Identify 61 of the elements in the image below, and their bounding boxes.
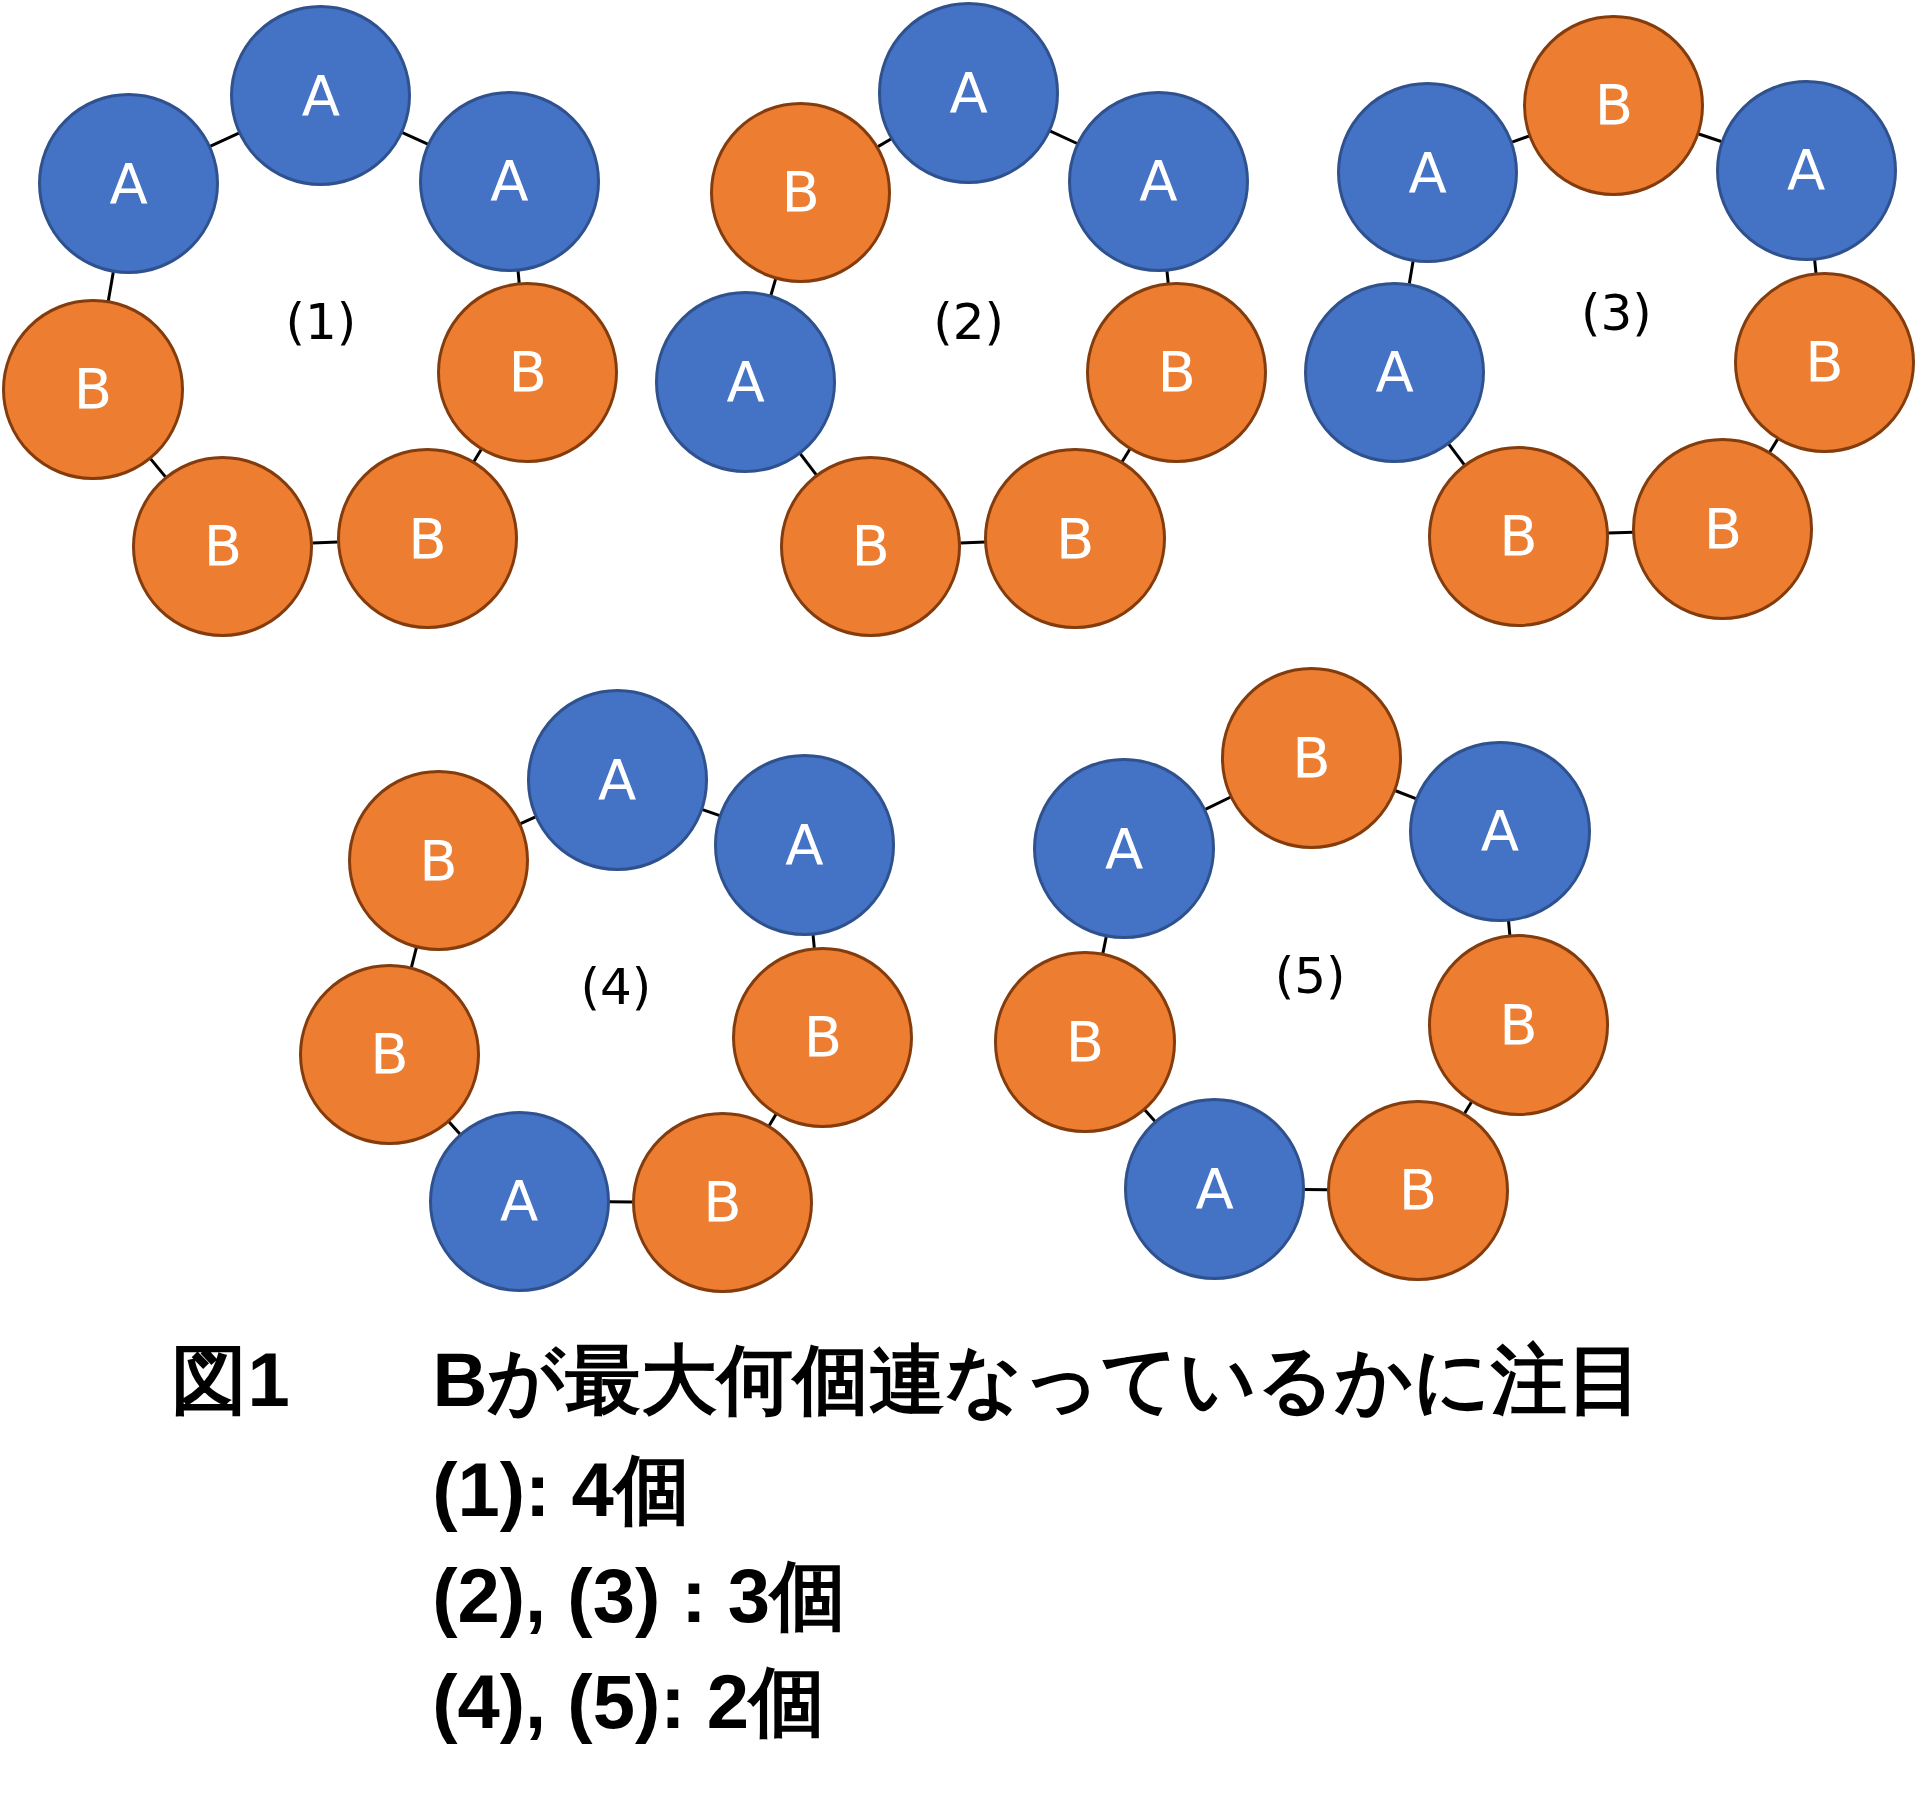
node-label: B (1065, 1014, 1105, 1071)
node-label: A (1195, 1160, 1234, 1217)
node-label: B (508, 344, 547, 401)
connector-line (1407, 260, 1415, 285)
connector-line (769, 277, 778, 297)
node-label: B (1398, 1162, 1438, 1219)
connector-line (1304, 1188, 1329, 1192)
ring-number: (2) (933, 297, 1004, 348)
node-label: B (781, 164, 820, 221)
connector-line (701, 807, 721, 817)
connector-line (312, 540, 338, 545)
ring-number: (3) (1580, 288, 1652, 339)
node-label: B (73, 361, 113, 418)
node-label: A (1786, 142, 1826, 199)
connector-line (401, 131, 429, 146)
connector-line (1698, 132, 1722, 143)
node-label: B (408, 510, 447, 567)
connector-line (608, 1200, 633, 1204)
connector-line (1511, 134, 1531, 144)
node-label: A (109, 155, 148, 212)
connector-line (149, 457, 167, 479)
connector-line (1049, 129, 1078, 145)
connector-line (1101, 936, 1108, 955)
node-label: B (203, 518, 243, 575)
node-label: B (1703, 500, 1743, 557)
node-label: B (803, 1009, 843, 1066)
node-label: B (1594, 77, 1634, 134)
connector-line (1204, 795, 1232, 811)
node-label: B (1499, 508, 1538, 565)
connector-line (106, 271, 115, 302)
node-label: A (1139, 153, 1178, 210)
node-label: B (370, 1026, 409, 1083)
node-label: B (851, 518, 890, 575)
connector-line (798, 452, 818, 476)
node-label: B (1157, 344, 1196, 401)
node-label: A (301, 67, 340, 124)
node-label: A (597, 752, 637, 808)
node-label: A (726, 354, 765, 411)
connector-line (1607, 530, 1634, 535)
node-label: A (500, 1173, 539, 1230)
node-label: A (1104, 820, 1144, 877)
node-label: A (1480, 803, 1520, 860)
node-label: A (490, 153, 529, 210)
node-label: B (1292, 729, 1331, 786)
connector-line (1394, 789, 1418, 801)
connector-line (409, 947, 418, 968)
connector-line (960, 540, 986, 545)
node-label: A (949, 65, 988, 122)
node-label: B (1499, 996, 1538, 1053)
node-label: A (1408, 144, 1447, 201)
node-label: A (785, 816, 824, 873)
node-label: B (1805, 334, 1844, 391)
ring-number: (1) (285, 297, 357, 348)
node-label: B (419, 832, 458, 889)
node-label: A (1375, 344, 1414, 401)
node-label: B (703, 1174, 742, 1231)
node-label: B (1055, 510, 1095, 567)
connector-line (209, 131, 241, 148)
ring-number: (5) (1274, 950, 1346, 1001)
connector-line (1447, 442, 1466, 466)
ring-number: (4) (580, 961, 652, 1012)
